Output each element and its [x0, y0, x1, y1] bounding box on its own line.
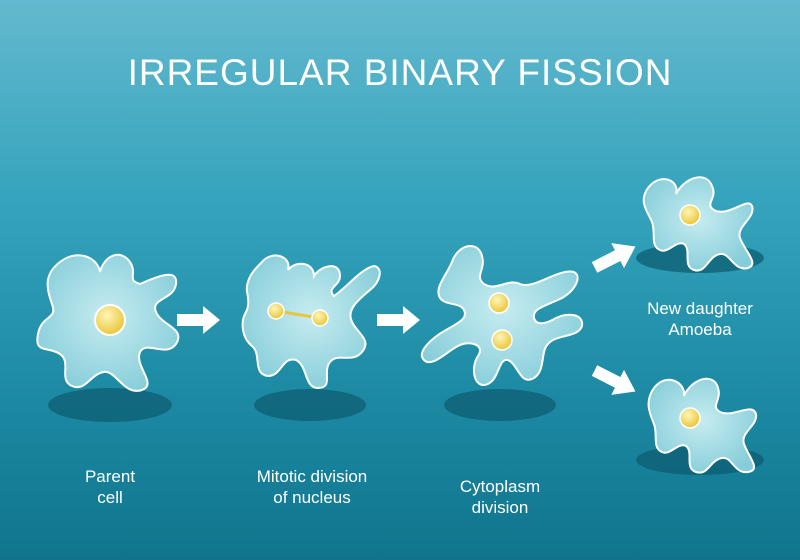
mitotic-division-label-line1: Mitotic division	[256, 467, 368, 486]
cytoplasm-division-label-line2: division	[471, 498, 529, 517]
arrow-down-right-icon	[591, 365, 636, 395]
mitotic-nucleus-left	[267, 302, 285, 320]
daughter-bottom-nucleus	[679, 407, 701, 429]
cytoplasm-cell-shadow	[444, 389, 556, 421]
daughter-top-nucleus	[679, 204, 701, 226]
cytoplasm-division-cell	[421, 245, 584, 386]
arrow-right-icon	[377, 306, 420, 334]
parent-nucleus	[94, 304, 126, 336]
daughter-amoeba-top	[642, 176, 754, 272]
daughter-amoeba-label-line2: Amoeba	[668, 320, 732, 339]
arrow-right-icon	[177, 306, 220, 334]
mitotic-nucleus-right	[311, 309, 329, 327]
cytoplasm-division-label-line1: Cytoplasm	[459, 477, 541, 496]
cytoplasm-nucleus-bottom	[491, 329, 513, 351]
page-title: IRREGULAR BINARY FISSION	[127, 52, 673, 93]
daughter-amoeba-label-line1: New daughter	[647, 299, 753, 318]
mitotic-division-cell	[241, 254, 381, 390]
cytoplasm-nucleus-top	[488, 292, 510, 314]
parent-cell	[36, 253, 180, 392]
parent-cell-label-line1: Parent	[84, 467, 136, 486]
mitotic-division-label-line2: of nucleus	[273, 488, 351, 507]
mitotic-cell-shadow	[254, 389, 366, 421]
cytoplasm-division-label: Cytoplasm division	[440, 476, 560, 518]
daughter-amoeba-bottom	[647, 377, 758, 474]
parent-cell-label: Parent cell	[60, 466, 160, 508]
parent-cell-shadow	[48, 388, 172, 422]
parent-cell-label-line2: cell	[97, 488, 123, 507]
daughter-amoeba-label: New daughter Amoeba	[622, 298, 778, 340]
mitotic-division-label: Mitotic division of nucleus	[232, 466, 392, 508]
arrow-up-right-icon	[591, 243, 636, 273]
